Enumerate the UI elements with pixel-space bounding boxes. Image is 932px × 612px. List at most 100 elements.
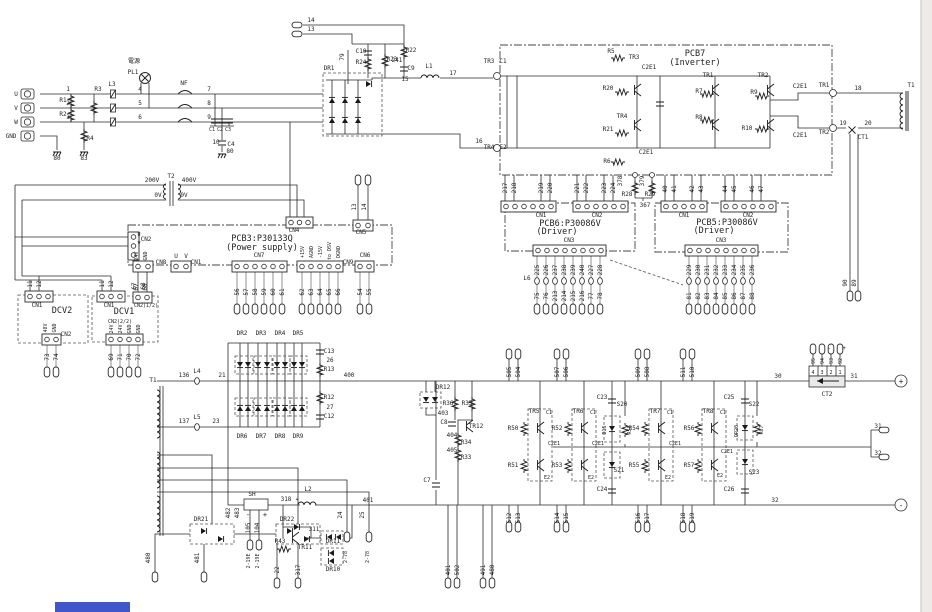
schematic-label: 137 bbox=[179, 418, 190, 425]
diodes bbox=[200, 80, 749, 565]
schematic-label: 403 bbox=[438, 410, 449, 417]
dcv1-title: DCV1 bbox=[114, 307, 134, 317]
schematic-label: DR1 bbox=[324, 65, 335, 72]
ferrite-bead-icon bbox=[749, 277, 755, 285]
schematic-label: 89 bbox=[851, 279, 858, 287]
schematic-label: C4 bbox=[227, 141, 235, 148]
connector-strip bbox=[170, 260, 192, 273]
schematic-label: DR12 bbox=[436, 384, 451, 391]
inductor-l1 bbox=[420, 74, 440, 79]
schematic-label: 69 bbox=[108, 353, 115, 361]
schematic-label: 2-19E bbox=[246, 553, 252, 568]
connector-pin bbox=[690, 203, 696, 210]
schematic-label: C12 bbox=[324, 413, 335, 420]
connector-pin bbox=[503, 203, 509, 210]
schematic-label: C2E1 bbox=[793, 83, 808, 90]
connector-strip bbox=[660, 200, 708, 213]
schematic-label: 72 bbox=[135, 353, 142, 361]
schematic-label: 234 bbox=[731, 264, 738, 275]
wire-terminal bbox=[542, 303, 550, 315]
schematic-label: DR21 bbox=[194, 516, 209, 523]
schematic-label: 223 bbox=[601, 182, 608, 193]
connector-strip bbox=[572, 200, 629, 213]
schematic-label: 18 bbox=[854, 85, 862, 92]
schematic-label: 222 bbox=[583, 182, 590, 193]
connector-pin bbox=[530, 203, 536, 210]
connector-strip bbox=[296, 260, 344, 273]
schematic-label: 508 bbox=[644, 366, 651, 377]
schematic-label: 317 bbox=[295, 564, 302, 575]
schematic-label: GND bbox=[6, 133, 17, 140]
connector-pin bbox=[317, 263, 323, 270]
ferrite-bead-icon bbox=[731, 277, 737, 285]
schematic-label: 74 bbox=[53, 353, 60, 361]
ct2-transducer bbox=[808, 365, 846, 388]
wire-terminal bbox=[578, 303, 586, 315]
block-titles: PCB7 (Inverter) PCB3:P30133Q (Power supp… bbox=[52, 49, 758, 317]
schematic-label: C2E1 bbox=[669, 441, 681, 447]
schematic-label: C8 bbox=[440, 419, 448, 426]
schematic-label: 506 bbox=[563, 366, 570, 377]
schematic-label: CN1 bbox=[32, 302, 43, 309]
schematic-label: 70 bbox=[126, 353, 133, 361]
schematic-label: C13 bbox=[324, 348, 335, 355]
connector-pin bbox=[44, 336, 50, 343]
connector-pin bbox=[365, 222, 371, 229]
schematic-label: CN2 bbox=[61, 331, 72, 338]
schematic-label: - bbox=[827, 345, 831, 352]
connector-pin bbox=[270, 263, 276, 270]
ferrite-bead-icon bbox=[588, 277, 594, 285]
wire-terminal bbox=[505, 348, 513, 360]
schematic-label: 504 bbox=[515, 366, 522, 377]
schematic-label: R21 bbox=[603, 126, 614, 133]
schematic-label: TR8 bbox=[703, 408, 714, 415]
schematic-label: 80 bbox=[226, 148, 234, 155]
schematic-label: CN2 bbox=[141, 236, 152, 243]
dc-plus-terminal bbox=[894, 374, 908, 388]
connector-strip bbox=[132, 260, 154, 273]
schematic-label: 2-78 bbox=[365, 551, 371, 563]
schematic-label: V bbox=[184, 253, 188, 260]
schematic-label: C10 bbox=[356, 48, 367, 55]
schematic-label: 1 bbox=[838, 370, 841, 376]
connector-pin bbox=[27, 293, 33, 300]
schematic-label: 8 bbox=[207, 100, 211, 107]
pcb6-subtitle: (Driver) bbox=[537, 227, 578, 237]
schematic-label: 236 bbox=[749, 264, 756, 275]
schematic-label: CN6 bbox=[360, 252, 371, 259]
wire-terminal bbox=[52, 366, 60, 378]
schematic-label: CN8 bbox=[156, 259, 167, 266]
wires-pcb7 bbox=[501, 75, 903, 292]
ferrite-bead-icon bbox=[534, 277, 540, 285]
connector-strip bbox=[352, 219, 374, 232]
wire-terminals bbox=[43, 21, 890, 589]
schematic-label: 56 bbox=[234, 288, 241, 296]
schematic-label: R1 bbox=[59, 97, 67, 104]
wire-terminal bbox=[364, 174, 372, 186]
connector-strip bbox=[105, 333, 144, 346]
schematic-label: 15 bbox=[401, 76, 409, 83]
schematic-label: DR22 bbox=[280, 516, 295, 523]
connector-pin bbox=[117, 293, 123, 300]
schematic-label: DR7 bbox=[256, 433, 267, 440]
schematic-label: 77 bbox=[588, 292, 595, 300]
schematic-label: 63 bbox=[308, 288, 315, 296]
schematic-label: R33 bbox=[461, 454, 472, 461]
connector-pin bbox=[355, 222, 361, 229]
connector-pin bbox=[145, 263, 151, 270]
schematic-label: C3 bbox=[225, 127, 231, 133]
wires-rectifier bbox=[303, 24, 493, 149]
schematic-label: C25 bbox=[724, 394, 735, 401]
schematic-label: DR9 bbox=[293, 433, 304, 440]
connector-pin bbox=[696, 247, 702, 254]
wire-terminal bbox=[688, 348, 696, 360]
schematic-label: 59 bbox=[261, 288, 268, 296]
connector-pin bbox=[741, 247, 747, 254]
schematic-label: 229 bbox=[686, 264, 693, 275]
schematic-label: 232 bbox=[713, 264, 720, 275]
ferrite-bead-icon bbox=[695, 277, 701, 285]
wire-terminal bbox=[809, 343, 817, 355]
wire-terminal bbox=[553, 348, 561, 360]
schematic-label: CN2 bbox=[592, 212, 603, 219]
